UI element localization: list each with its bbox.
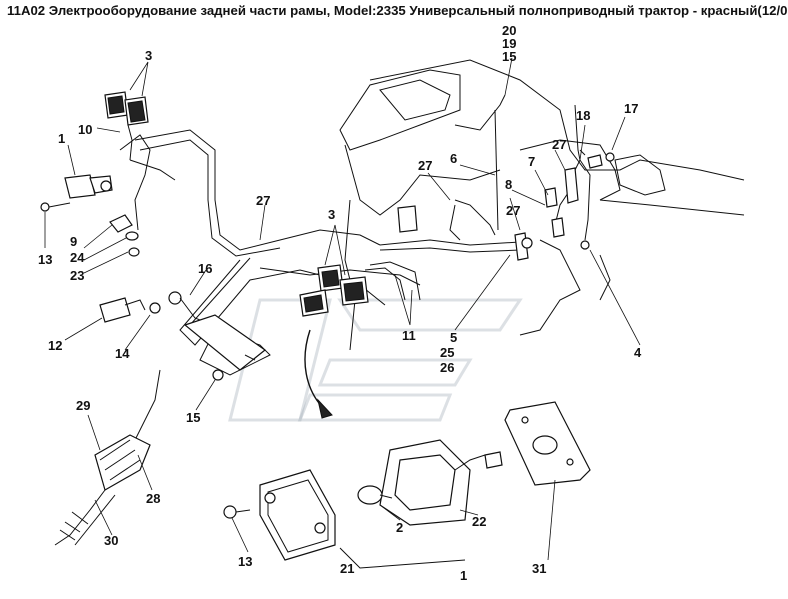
license-plate-bracket <box>504 401 591 486</box>
callout-2: 2 <box>396 520 403 535</box>
right-side-parts <box>397 149 615 261</box>
callout-23: 23 <box>70 268 84 283</box>
callout-31: 31 <box>532 561 546 576</box>
callout-28: 28 <box>146 491 160 506</box>
tractor-body-outline <box>339 59 745 351</box>
trailer-connector <box>54 434 151 546</box>
callout-17: 17 <box>624 101 638 116</box>
callout-8: 8 <box>505 177 512 192</box>
lamp-bracket <box>40 174 113 212</box>
callout-10: 10 <box>78 122 92 137</box>
callout-20: 20 <box>502 23 516 38</box>
direction-arrow <box>304 329 333 419</box>
callout-27a: 27 <box>256 193 270 208</box>
fasteners-stack <box>109 134 151 257</box>
callout-19: 19 <box>502 36 516 51</box>
callout-6: 6 <box>450 151 457 166</box>
callout-3: 3 <box>145 48 152 63</box>
callout-26: 26 <box>440 360 454 375</box>
callout-labels: 20 19 15 3 1 10 13 9 24 23 16 12 14 15 2… <box>38 23 642 583</box>
callout-29: 29 <box>76 398 90 413</box>
callout-1: 1 <box>58 131 65 146</box>
callout-16: 16 <box>198 261 212 276</box>
lamp-pair-left <box>104 91 149 161</box>
watermark-logo <box>228 298 523 422</box>
callout-4: 4 <box>634 345 642 360</box>
page-title: 11A02 Электрооборудование задней части р… <box>7 3 788 18</box>
callout-15b: 15 <box>186 410 200 425</box>
callout-27c: 27 <box>552 137 566 152</box>
callout-27b: 27 <box>418 158 432 173</box>
callout-25: 25 <box>440 345 454 360</box>
mount-plate <box>183 314 267 381</box>
callout-13b: 13 <box>238 554 252 569</box>
switch-12 <box>99 291 206 323</box>
callout-15: 15 <box>502 49 516 64</box>
parts-diagram: 20 19 15 3 1 10 13 9 24 23 16 12 14 15 2… <box>38 23 745 583</box>
lamp-pair-center <box>299 261 421 317</box>
callout-9: 9 <box>70 234 77 249</box>
callout-11: 11 <box>402 328 416 343</box>
tail-lamp-lens <box>259 469 336 561</box>
callout-22: 22 <box>472 514 486 529</box>
callout-27d: 27 <box>506 203 520 218</box>
callout-12: 12 <box>48 338 62 353</box>
callout-18: 18 <box>576 108 590 123</box>
callout-1b: 1 <box>460 568 467 583</box>
callout-3b: 3 <box>328 207 335 222</box>
screw-13 <box>223 505 251 519</box>
tail-lamp-housing <box>379 439 503 526</box>
callout-14: 14 <box>115 346 130 361</box>
bulb <box>357 485 393 505</box>
callout-7: 7 <box>528 154 535 169</box>
leader-lines <box>44 57 641 561</box>
callout-5: 5 <box>450 330 457 345</box>
group-bracket-line <box>339 547 466 569</box>
callout-24: 24 <box>70 250 85 265</box>
callout-13: 13 <box>38 252 52 267</box>
callout-21: 21 <box>340 561 354 576</box>
callout-30: 30 <box>104 533 118 548</box>
